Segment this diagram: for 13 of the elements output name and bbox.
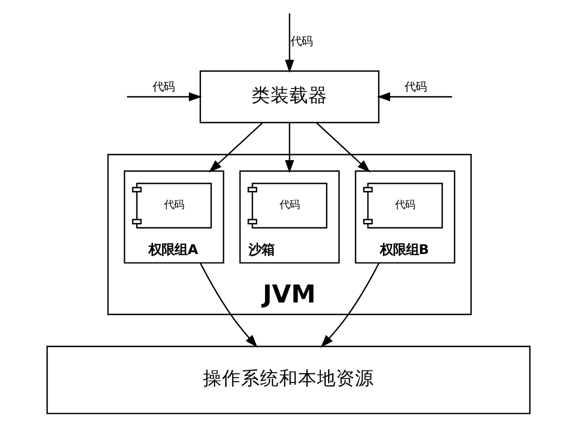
edge-label: 代码 — [152, 79, 174, 94]
arrow — [208, 122, 263, 172]
node-box: 类装载器 — [199, 70, 379, 124]
arrow — [126, 92, 202, 102]
edge-label: 代码 — [404, 79, 426, 94]
node-box: 操作系统和本地资源 — [46, 346, 530, 414]
arrow — [284, 122, 294, 174]
arrow — [315, 122, 370, 172]
arrow — [320, 262, 380, 348]
arrow — [376, 92, 452, 102]
arrow — [284, 13, 294, 73]
edge-label: 代码 — [290, 34, 312, 48]
arrow — [199, 262, 258, 348]
